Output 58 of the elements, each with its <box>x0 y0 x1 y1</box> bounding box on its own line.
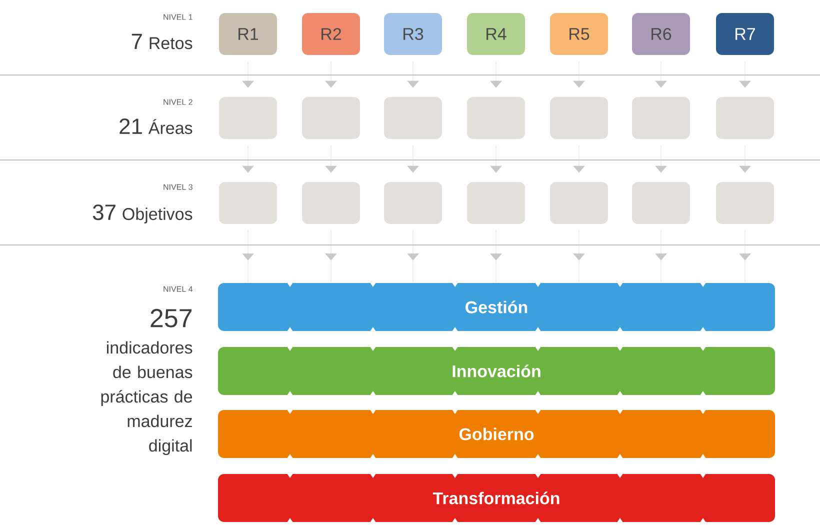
arrow <box>407 230 419 282</box>
empty-box <box>302 182 360 224</box>
level-label: NIVEL 3 <box>164 184 192 190</box>
empty-box <box>467 97 525 139</box>
arrow <box>573 230 585 282</box>
arrow <box>325 61 337 88</box>
empty-box <box>716 97 774 139</box>
level-name: Áreas <box>148 119 192 134</box>
level-name: Retos <box>150 37 192 50</box>
challenge-box: R2 <box>302 13 360 55</box>
arrow <box>655 230 667 282</box>
level-label: NIVEL 4 <box>164 286 193 292</box>
category-bar: Gestión <box>218 282 775 332</box>
empty-box <box>219 97 277 139</box>
arrow <box>242 61 254 88</box>
category-bar: Transformación <box>218 474 775 522</box>
arrow <box>407 61 419 88</box>
level-count: 37 <box>92 204 116 220</box>
challenge-box: R1 <box>219 13 277 55</box>
empty-box <box>716 182 774 224</box>
level-name: Objetivos <box>122 208 192 224</box>
challenge-box: R6 <box>632 13 690 55</box>
arrow <box>739 145 751 173</box>
level-label: NIVEL 1 <box>164 14 192 20</box>
arrow <box>739 61 751 88</box>
empty-box <box>384 97 442 139</box>
challenge-box: R7 <box>716 13 774 55</box>
empty-box <box>384 182 442 224</box>
arrow <box>573 145 585 173</box>
arrow <box>407 145 419 173</box>
arrow <box>573 61 585 88</box>
category-bar: Gobierno <box>218 410 775 458</box>
arrow <box>655 61 667 88</box>
arrow <box>655 145 667 173</box>
empty-box <box>550 182 608 224</box>
level-count: 7 <box>132 34 142 49</box>
category-bar: Innovación <box>218 346 775 396</box>
arrow <box>490 145 502 173</box>
level-count: 21 <box>120 118 142 134</box>
empty-box <box>632 97 690 139</box>
challenge-box: R4 <box>467 13 525 55</box>
challenge-box: R3 <box>384 13 442 55</box>
empty-box <box>467 182 525 224</box>
empty-box <box>219 182 277 224</box>
arrow <box>490 230 502 282</box>
level-label: NIVEL 2 <box>164 99 192 105</box>
arrow <box>242 230 254 282</box>
description-text: indicadores de buenas prácticas de madurez digital <box>101 341 192 456</box>
arrow <box>325 230 337 282</box>
arrow <box>242 145 254 173</box>
arrow <box>739 230 751 282</box>
arrow <box>490 61 502 88</box>
arrow <box>325 145 337 173</box>
empty-box <box>550 97 608 139</box>
empty-box <box>632 182 690 224</box>
level-count: 257 <box>150 308 192 328</box>
challenge-box: R5 <box>550 13 608 55</box>
empty-box <box>302 97 360 139</box>
